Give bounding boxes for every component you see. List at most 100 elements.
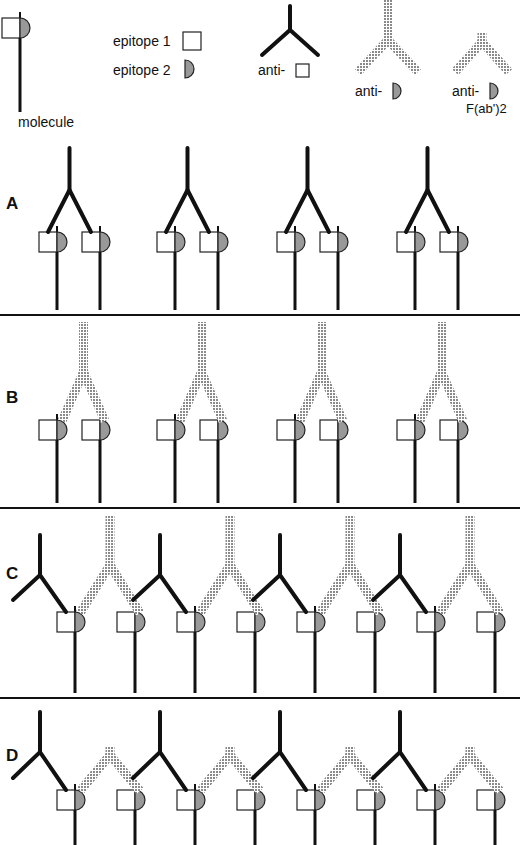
arms <box>133 752 186 790</box>
stalk <box>134 810 137 845</box>
molecule <box>417 784 445 845</box>
molecule <box>440 414 468 503</box>
panel-letter: C <box>6 566 18 582</box>
stalk <box>294 252 297 310</box>
epitope1 <box>297 790 315 810</box>
epitope1 <box>39 420 57 440</box>
arms <box>320 565 380 613</box>
arms <box>253 575 306 612</box>
epitope1 <box>357 612 375 632</box>
molecule <box>320 414 348 503</box>
molecule <box>477 606 505 693</box>
tick <box>294 226 296 232</box>
epitope1 <box>320 420 338 440</box>
stem <box>306 148 310 190</box>
molecule <box>237 606 265 693</box>
molecule <box>39 226 67 310</box>
antibody <box>166 148 209 232</box>
stalk <box>134 632 137 693</box>
stem <box>38 712 42 752</box>
stalk <box>56 252 59 310</box>
arms <box>373 575 426 612</box>
epitope1 <box>39 232 57 252</box>
antibody <box>13 535 66 612</box>
epitope1 <box>477 790 495 810</box>
stem <box>158 535 162 575</box>
panel-letter: A <box>6 196 18 212</box>
molecule <box>82 226 110 310</box>
molecule <box>297 606 325 693</box>
stalk <box>217 440 220 503</box>
arms <box>420 372 463 421</box>
antibody <box>48 148 91 232</box>
stem <box>158 712 162 752</box>
epitope2 <box>415 420 425 440</box>
arms <box>133 575 186 612</box>
molecule <box>39 414 67 503</box>
antibody <box>406 148 449 232</box>
molecule <box>157 226 185 310</box>
stalk <box>434 632 437 693</box>
epitope2 <box>338 232 348 252</box>
epitope2 <box>218 420 228 440</box>
molecule <box>82 414 110 503</box>
molecule <box>157 414 185 503</box>
hatched-antibody <box>200 516 260 613</box>
legend-label: epitope 2 <box>113 62 171 78</box>
legend-label: molecule <box>18 114 74 130</box>
molecule <box>397 226 425 310</box>
molecule <box>117 784 145 845</box>
arms <box>406 190 449 232</box>
epitope1 <box>82 420 100 440</box>
molecule <box>117 606 145 693</box>
arms <box>200 565 260 613</box>
arms <box>320 755 380 791</box>
hatched-antibody <box>300 322 343 421</box>
hatched-antibody <box>420 322 463 421</box>
stem <box>398 712 402 752</box>
tick <box>99 226 101 232</box>
epitope2 <box>458 232 468 252</box>
panel-separator <box>0 314 520 316</box>
tick <box>217 226 219 232</box>
antibody-icon <box>262 6 318 55</box>
epitope2 <box>415 232 425 252</box>
antibody <box>133 535 186 612</box>
tick <box>56 226 58 232</box>
molecule <box>297 784 325 845</box>
tick <box>414 414 416 420</box>
stalk <box>194 810 197 845</box>
hatched-antibody <box>440 516 500 613</box>
fab-fragment <box>440 747 500 791</box>
stalk <box>414 440 417 503</box>
panel-drawings <box>13 148 505 845</box>
tick <box>314 606 316 612</box>
epitope1 <box>117 790 135 810</box>
stem <box>278 712 282 752</box>
molecule <box>237 784 265 845</box>
epitope1 <box>200 232 218 252</box>
molecule <box>200 226 228 310</box>
stem <box>68 148 72 190</box>
tick <box>294 414 296 420</box>
stem <box>278 535 282 575</box>
epitope1 <box>440 420 458 440</box>
legend-label: anti- <box>355 83 382 99</box>
panel-letter: B <box>6 390 18 406</box>
epitope2 <box>175 232 185 252</box>
arms <box>286 190 329 232</box>
legend-label: F(ab')2 <box>466 101 507 117</box>
epitope1 <box>200 420 218 440</box>
epitope1 <box>117 612 135 632</box>
molecule <box>177 784 205 845</box>
fab-fragment <box>200 747 260 791</box>
epitope2 <box>100 232 110 252</box>
stalk <box>254 632 257 693</box>
antibody <box>13 712 66 790</box>
stalk <box>194 632 197 693</box>
fab-fragment-icon <box>455 32 509 72</box>
epitope1 <box>417 612 435 632</box>
stem <box>38 535 42 575</box>
tick <box>337 226 339 232</box>
